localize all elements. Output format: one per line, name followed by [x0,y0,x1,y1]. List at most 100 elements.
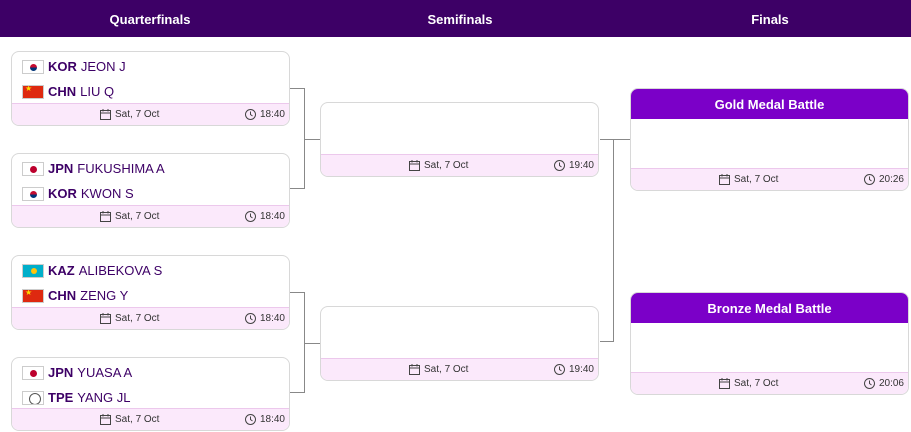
country-code: TPE [48,390,74,405]
connector-line [613,139,614,342]
match-card-qf2[interactable]: JPN FUKUSHIMA A KOR KWON S Sat, 7 Oct 18… [11,153,290,228]
clock-icon [863,378,875,389]
match-footer: Sat, 7 Oct 20:06 [631,372,908,394]
china-flag-icon [22,288,44,303]
match-time: 20:26 [863,174,904,185]
match-card-qf3[interactable]: KAZ ALIBEKOVA S CHN ZENG Y Sat, 7 Oct 18… [11,255,290,330]
match-date: Sat, 7 Oct [100,414,159,425]
connector-line [290,392,304,393]
country-code: CHN [48,84,77,99]
player-row: KOR JEON J [12,54,289,79]
match-date-text: Sat, 7 Oct [115,109,160,120]
clock-icon [244,313,256,324]
country-code: JPN [48,365,74,380]
match-footer: Sat, 7 Oct 19:40 [321,358,598,380]
player-row: JPN YUASA A [12,360,289,385]
calendar-icon [409,364,420,375]
player-name: FUKUSHIMA A [77,161,165,176]
gold-medal-title: Gold Medal Battle [631,89,908,119]
player-row: JPN FUKUSHIMA A [12,156,289,181]
calendar-icon [409,160,420,171]
clock-icon [244,109,256,120]
match-footer: Sat, 7 Oct 18:40 [12,205,289,227]
player-name: YUASA A [77,365,133,380]
calendar-icon [100,414,111,425]
match-time: 19:40 [553,160,594,171]
match-date: Sat, 7 Oct [719,174,778,185]
country-code: KAZ [48,263,75,278]
chinese-taipei-flag-icon [22,390,44,405]
match-time: 18:40 [244,313,285,324]
clock-icon [553,364,565,375]
match-footer: Sat, 7 Oct 19:40 [321,154,598,176]
match-date-text: Sat, 7 Oct [115,414,160,425]
match-date: Sat, 7 Oct [409,364,468,375]
player-name: LIU Q [80,84,115,99]
connector-line [614,139,630,140]
player-name: YANG JL [77,390,131,405]
match-card-gold[interactable]: Gold Medal Battle Sat, 7 Oct 20:26 [630,88,909,191]
kazakhstan-flag-icon [22,263,44,278]
player-row: KOR KWON S [12,181,289,206]
player-row: CHN ZENG Y [12,283,289,308]
match-time-text: 19:40 [568,364,594,375]
country-code: CHN [48,288,77,303]
match-card-qf1[interactable]: KOR JEON J CHN LIU Q Sat, 7 Oct 18:40 [11,51,290,126]
connector-line [290,88,304,89]
match-date-text: Sat, 7 Oct [734,174,779,185]
match-date-text: Sat, 7 Oct [115,313,160,324]
match-time-text: 18:40 [259,211,285,222]
match-time-text: 19:40 [568,160,594,171]
match-time-text: 18:40 [259,313,285,324]
clock-icon [244,414,256,425]
japan-flag-icon [22,161,44,176]
match-date: Sat, 7 Oct [719,378,778,389]
match-card-qf4[interactable]: JPN YUASA A TPE YANG JL Sat, 7 Oct 18:40 [11,357,290,431]
calendar-icon [100,109,111,120]
match-footer: Sat, 7 Oct 18:40 [12,307,289,329]
connector-line [600,341,614,342]
match-footer: Sat, 7 Oct 18:40 [12,103,289,125]
china-flag-icon [22,84,44,99]
match-date: Sat, 7 Oct [409,160,468,171]
match-date-text: Sat, 7 Oct [424,364,469,375]
match-time: 19:40 [553,364,594,375]
header-finals: Finals [751,12,789,27]
country-code: KOR [48,186,77,201]
match-footer: Sat, 7 Oct 20:26 [631,168,908,190]
player-row: KAZ ALIBEKOVA S [12,258,289,283]
player-row: TPE YANG JL [12,385,289,410]
match-date-text: Sat, 7 Oct [734,378,779,389]
match-card-sf1[interactable]: Sat, 7 Oct 19:40 [320,102,599,177]
player-name: KWON S [80,186,134,201]
match-time-text: 20:26 [878,174,904,185]
match-date: Sat, 7 Oct [100,313,159,324]
match-date: Sat, 7 Oct [100,109,159,120]
match-time: 18:40 [244,211,285,222]
header-semifinals: Semifinals [427,12,493,27]
match-card-bronze[interactable]: Bronze Medal Battle Sat, 7 Oct 20:06 [630,292,909,395]
calendar-icon [100,211,111,222]
japan-flag-icon [22,365,44,380]
connector-line [600,139,614,140]
bronze-medal-title: Bronze Medal Battle [631,293,908,323]
player-name: JEON J [80,59,126,74]
calendar-icon [100,313,111,324]
calendar-icon [719,174,730,185]
connector-line [304,292,305,393]
connector-line [290,188,304,189]
country-code: JPN [48,161,74,176]
clock-icon [244,211,256,222]
match-time: 18:40 [244,414,285,425]
connector-line [290,292,304,293]
country-code: KOR [48,59,77,74]
connector-line [305,343,320,344]
player-name: ZENG Y [80,288,129,303]
header-quarterfinals: Quarterfinals [109,12,191,27]
match-card-sf2[interactable]: Sat, 7 Oct 19:40 [320,306,599,381]
match-time-text: 18:40 [259,414,285,425]
match-date: Sat, 7 Oct [100,211,159,222]
match-time-text: 18:40 [259,109,285,120]
calendar-icon [719,378,730,389]
korea-flag-icon [22,59,44,74]
